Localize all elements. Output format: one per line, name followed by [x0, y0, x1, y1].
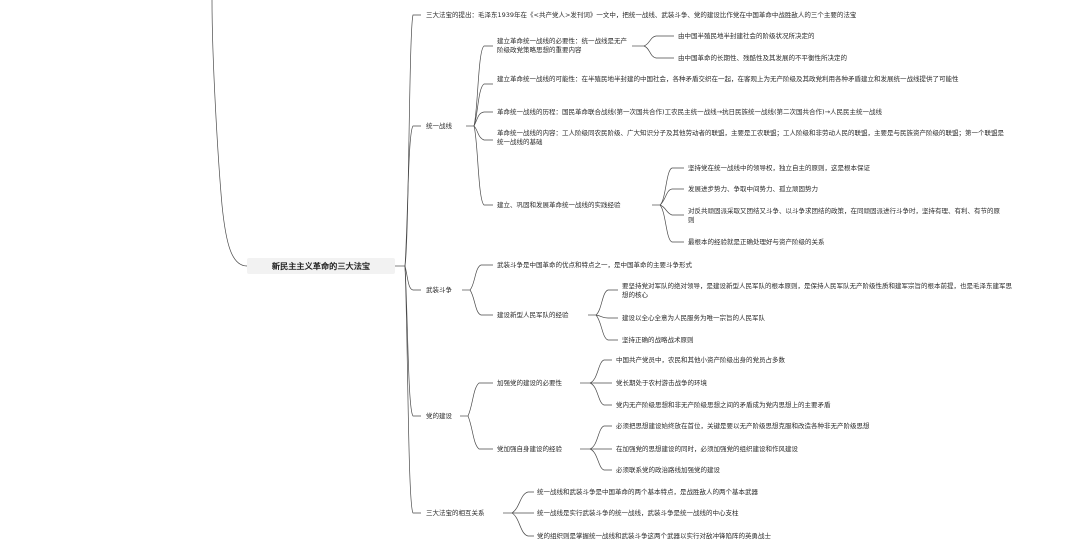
node-uf-exp-2[interactable]: 发展进步势力、争取中间势力、孤立顽固势力 [688, 185, 818, 193]
connector-l1-unitedfront [404, 125, 421, 267]
connector-upper-stub [211, 0, 248, 267]
connector-l1-intro [404, 14, 421, 267]
node-uf-necessity-1[interactable]: 由中国半殖民地半封建社会的阶级状况所决定的 [678, 32, 815, 40]
node-pb-experience[interactable]: 党加强自身建设的经验 [497, 445, 562, 453]
node-intro[interactable]: 三大法宝的提出：毛泽东1939年在《<共产党人>发刊词》一文中，把统一战线、武装… [426, 11, 857, 19]
node-pb-exp-1[interactable]: 必须把思想建设始终放在首位，关键是要以无产阶级思想克服和改造各种非无产阶级思想 [616, 422, 870, 430]
node-pb-exp-3[interactable]: 必须联系党的政治路线加强党的建设 [616, 466, 720, 474]
node-pb-nec-1[interactable]: 中国共产党员中，农民和其他小资产阶级出身的党员占多数 [616, 356, 785, 364]
node-rel-2[interactable]: 统一战线是实行武装斗争的统一战线，武装斗争是统一战线的中心支柱 [537, 509, 739, 517]
node-rel-3[interactable]: 党的组织则是掌握统一战线和武装斗争这两个武器以实行对敌冲锋陷阵的英勇战士 [537, 532, 771, 540]
connector-l1-armed [404, 265, 421, 291]
node-uf-necessity[interactable]: 建立革命统一战线的必要性：统一战线是无产阶级政党策略思想的重要内容 [497, 37, 627, 54]
connector-l1-party [404, 265, 421, 417]
node-as-army-3[interactable]: 坚持正确的战略战术原则 [622, 336, 694, 344]
node-uf-exp-4[interactable]: 最根本的经验就是正确处理好与资产阶级的关系 [688, 238, 825, 246]
node-uf-necessity-2[interactable]: 由中国革命的长期性、残酷性及其发展的不平衡性所决定的 [678, 54, 847, 62]
node-party-building[interactable]: 党的建设 [426, 412, 452, 420]
node-pb-exp-2[interactable]: 在加强党的思想建设的同时，必须加强党的组织建设和作风建设 [616, 445, 798, 453]
node-uf-exp-1[interactable]: 坚持党在统一战线中的领导权，独立自主的原则，这是根本保证 [688, 164, 870, 172]
node-relation[interactable]: 三大法宝的相互关系 [426, 509, 485, 517]
node-as-feature[interactable]: 武装斗争是中国革命的优点和特点之一，是中国革命的主要斗争形式 [497, 261, 692, 269]
connector-l1-relation [404, 265, 421, 514]
node-as-army[interactable]: 建设新型人民军队的经验 [497, 311, 569, 319]
root-node[interactable]: 新民主主义革命的三大法宝 [247, 258, 395, 274]
node-pb-necessity[interactable]: 加强党的建设的必要性 [497, 379, 562, 387]
node-uf-exp-3[interactable]: 对反共顽固派采取又团结又斗争、以斗争求团结的政策，在同顽固派进行斗争时，坚持有理… [688, 207, 1000, 224]
node-uf-possibility[interactable]: 建立革命统一战线的可能性：在半殖民地半封建的中国社会，各种矛盾交织在一起，在客观… [497, 75, 959, 83]
node-uf-history[interactable]: 革命统一战线的历程：国民革命联合战线(第一次国共合作)工农民主统一战线→抗日民族… [497, 108, 883, 116]
node-pb-nec-3[interactable]: 党内无产阶级思想和非无产阶级思想之间的矛盾成为党内思想上的主要矛盾 [616, 401, 831, 409]
node-pb-nec-2[interactable]: 党长期处于农村游击战争的环境 [616, 379, 707, 387]
node-as-army-2[interactable]: 建设以全心全意为人民服务为唯一宗旨的人民军队 [622, 314, 765, 322]
node-as-army-1[interactable]: 要坚持党对军队的绝对领导，是建设新型人民军队的根本原则，是保持人民军队无产阶级性… [622, 282, 1012, 299]
node-uf-experience[interactable]: 建立、巩固和发展革命统一战线的实践经验 [497, 201, 621, 209]
node-uf-content[interactable]: 革命统一战线的内容：工人阶级同农民阶级、广大知识分子及其他劳动者的联盟，主要是工… [497, 129, 1004, 146]
node-armed-struggle[interactable]: 武装斗争 [426, 286, 452, 294]
node-united-front[interactable]: 统一战线 [426, 122, 452, 130]
node-rel-1[interactable]: 统一战线和武装斗争是中国革命的两个基本特点，是战胜敌人的两个基本武器 [537, 488, 758, 496]
